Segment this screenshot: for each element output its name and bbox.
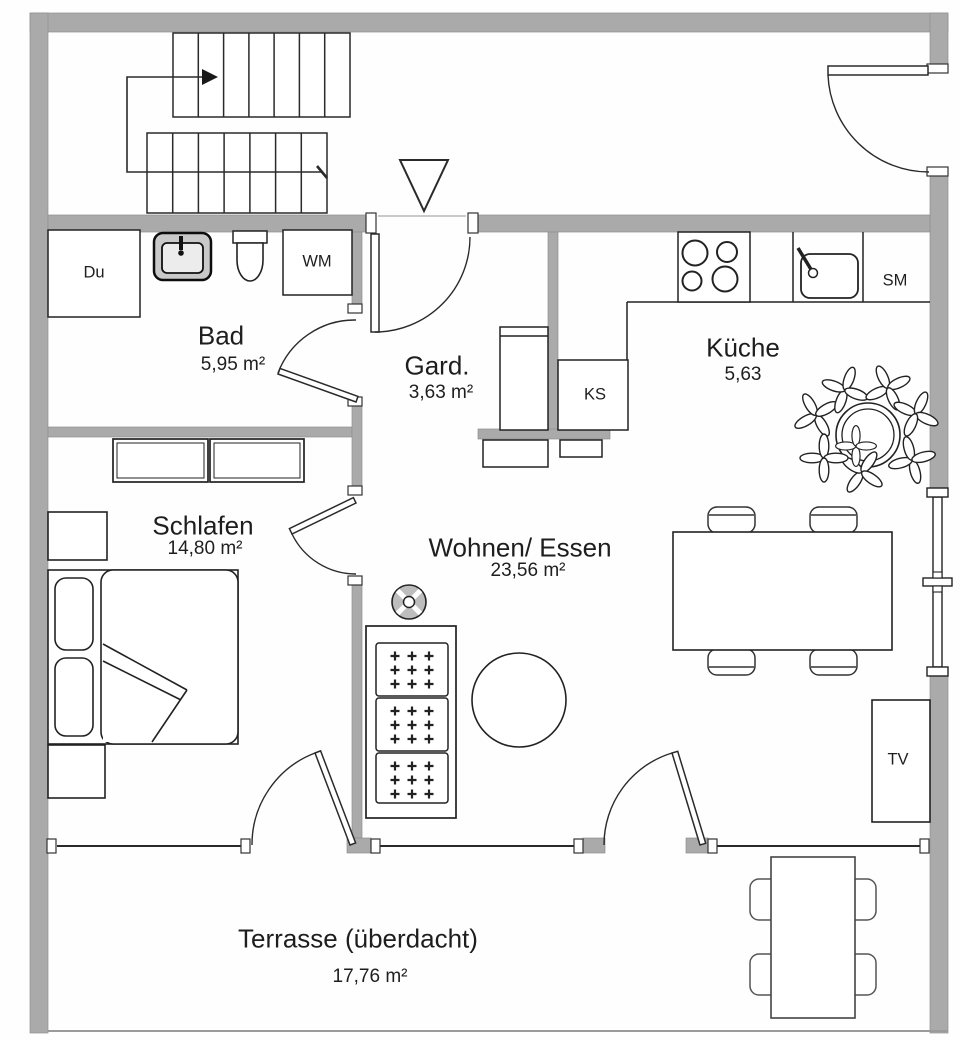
terrace-door-wohnen xyxy=(603,750,707,846)
entrance-door xyxy=(827,65,930,173)
pillow xyxy=(54,577,94,651)
nightstand-top xyxy=(47,511,108,561)
room-label-wohnen: Wohnen/ Essen xyxy=(428,532,612,563)
area-label-schlafen: 14,80 m² xyxy=(167,538,243,559)
coffee-table xyxy=(471,652,567,748)
terrace-door-post-b xyxy=(582,837,606,854)
wardrobe xyxy=(112,438,305,483)
bad-door xyxy=(277,319,359,403)
stair-direction-arrow xyxy=(202,69,218,85)
duvet-fold xyxy=(102,643,188,743)
ceiling-lamp-icon xyxy=(391,584,427,620)
area-label-wohnen: 23,56 m² xyxy=(490,560,566,581)
fixture-label-tv: TV xyxy=(887,750,909,769)
fridge-box xyxy=(557,359,629,431)
gard-closet xyxy=(499,326,549,431)
stair-walk-line xyxy=(126,69,328,179)
wall-left xyxy=(29,12,49,1034)
window-right xyxy=(922,487,953,677)
dining-chair xyxy=(707,506,756,534)
dining-set xyxy=(672,506,893,676)
kitchen xyxy=(482,231,930,468)
room-label-gard: Gard. xyxy=(404,350,470,381)
wall-right-middle xyxy=(929,175,949,489)
wall-right-bottom xyxy=(929,675,949,1034)
gard-door xyxy=(370,233,471,333)
toilet xyxy=(232,230,268,282)
bath-sink xyxy=(152,231,213,282)
wall-bad-schlafen xyxy=(47,426,353,438)
room-label-terrasse: Terrasse (überdacht) xyxy=(238,923,478,954)
dining-chair xyxy=(809,506,858,534)
shower-box xyxy=(47,229,141,318)
tv-board xyxy=(871,699,931,823)
wall-gard-kueche xyxy=(547,231,559,439)
area-label-bad: 5,95 m² xyxy=(200,354,266,375)
toilet-tank xyxy=(232,230,268,244)
sofa xyxy=(365,625,457,819)
dining-chair xyxy=(707,648,756,676)
stair-flight-lower xyxy=(146,132,328,214)
sofa-cushion-crosses xyxy=(390,651,434,799)
sideboard-b xyxy=(559,439,603,458)
window-sill-marker xyxy=(922,577,953,587)
schlafen-door xyxy=(288,496,358,575)
room-label-bad: Bad xyxy=(197,320,245,351)
entrance-marker-triangle xyxy=(398,159,450,214)
terrace-door-schlafen xyxy=(251,749,357,846)
dining-table xyxy=(672,531,893,651)
terrace-table-set xyxy=(749,856,877,1019)
bed xyxy=(47,569,239,745)
kitchen-tap-icon xyxy=(796,247,814,272)
fixture-label-shower: Du xyxy=(83,263,105,282)
area-label-gard: 3,63 m² xyxy=(408,382,474,403)
stair-flight-upper xyxy=(172,32,351,118)
nightstand-bottom xyxy=(47,744,106,799)
fixture-label-washing-machine: WM xyxy=(302,252,332,271)
wall-top xyxy=(29,12,949,33)
kitchen-counter-dividers xyxy=(792,232,864,302)
wall-right-top xyxy=(929,12,949,65)
kitchen-sink xyxy=(796,247,859,299)
wall-mid-vertical xyxy=(351,405,363,487)
terrace-table xyxy=(770,856,856,1019)
pillow xyxy=(54,657,94,737)
fixture-label-fridge: KS xyxy=(583,385,607,404)
stove xyxy=(677,231,751,303)
walls xyxy=(29,12,949,1034)
bathroom-fixtures xyxy=(47,229,353,318)
fixture-label-dishwasher: SM xyxy=(882,271,908,290)
stairs xyxy=(126,32,351,214)
dining-chair xyxy=(809,648,858,676)
wall-hall-right xyxy=(477,214,931,233)
door-frame-caps xyxy=(46,63,949,854)
area-label-terrasse: 17,76 m² xyxy=(332,966,408,987)
sideboard-a xyxy=(482,439,549,468)
wall-schlafen-wohnen xyxy=(351,584,363,839)
room-label-schlafen: Schlafen xyxy=(152,510,254,541)
plant xyxy=(790,361,943,497)
room-label-kueche: Küche xyxy=(706,332,780,363)
toilet-bowl xyxy=(236,242,264,282)
area-label-kueche: 5,63 xyxy=(724,364,762,385)
doors xyxy=(251,65,930,846)
washing-machine-box xyxy=(282,229,353,296)
wall-bad-gard xyxy=(351,231,363,305)
